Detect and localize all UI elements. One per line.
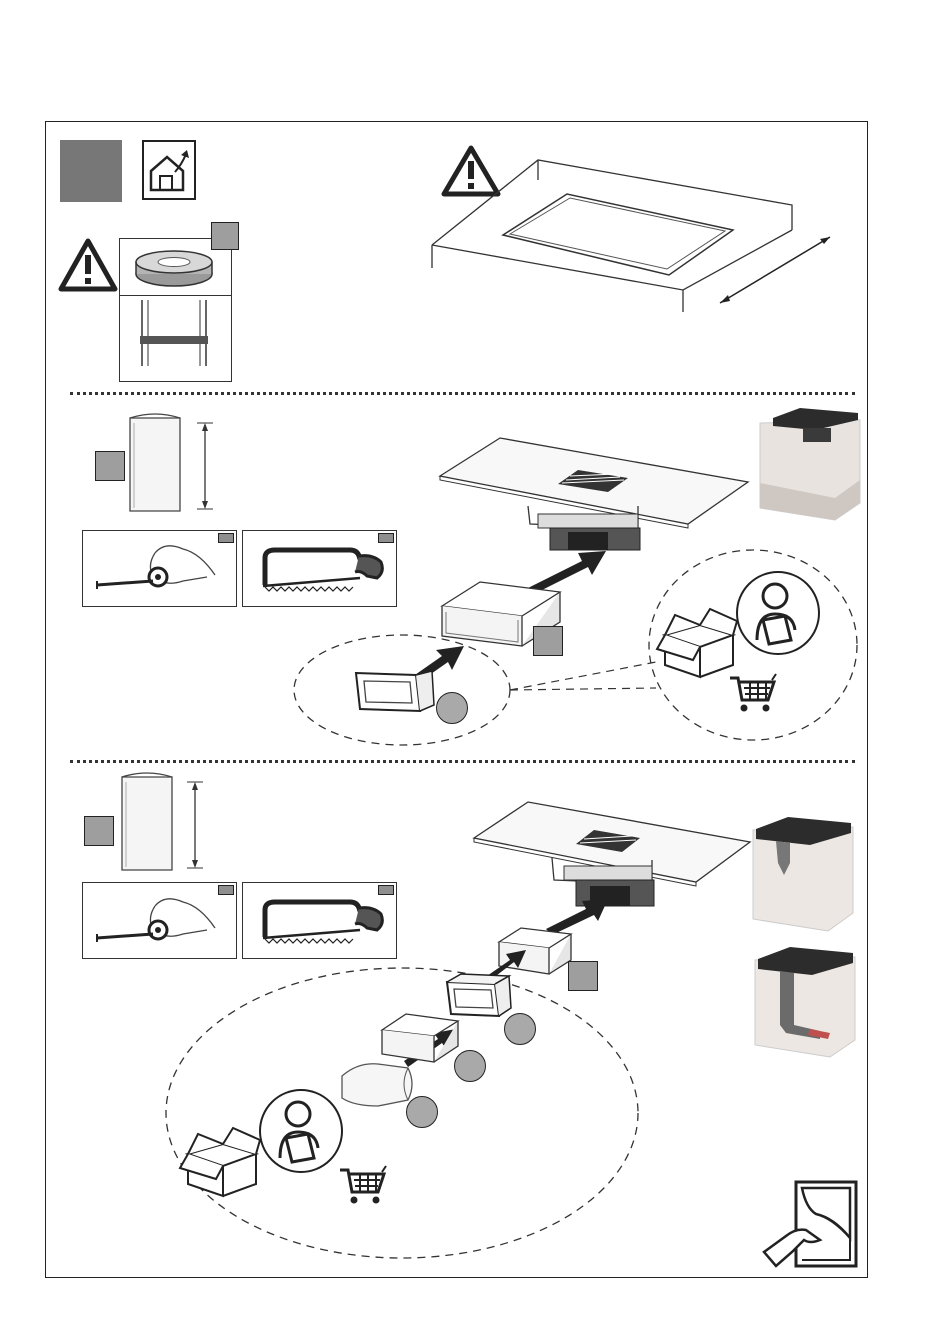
accessory-badge-2 xyxy=(504,1013,536,1045)
page-turn-icon xyxy=(762,1178,862,1270)
part-label-tape xyxy=(211,222,239,250)
duct-connector-1 xyxy=(350,665,436,715)
person-reading-icon xyxy=(735,570,821,656)
accessory-badge-4 xyxy=(406,1096,438,1128)
tape-measure-icon xyxy=(95,535,225,603)
panel-divider xyxy=(120,295,231,296)
hob-with-downdraft-illustration-2 xyxy=(472,800,752,915)
tape-roll-icon xyxy=(133,250,215,288)
shopping-cart-icon-2 xyxy=(338,1164,388,1206)
callout-connector-lines-1 xyxy=(508,658,658,698)
hob-with-downdraft-illustration-1 xyxy=(438,436,750,556)
part-label-duct-b xyxy=(84,816,114,846)
hacksaw-icon-2 xyxy=(255,892,390,952)
warning-icon-left xyxy=(58,238,118,292)
duct-bend-icon xyxy=(338,1060,418,1110)
section-divider-2 xyxy=(70,760,855,763)
accessory-badge-3 xyxy=(454,1050,486,1082)
part-label-duct-box-1 xyxy=(533,626,563,656)
parcel-box-icon xyxy=(655,605,740,680)
worktop-cutout-illustration xyxy=(425,150,845,320)
cabinet-preview-2 xyxy=(748,815,858,933)
shopping-cart-icon xyxy=(728,672,778,714)
duct-taped-icon xyxy=(138,300,214,368)
cabinet-preview-1 xyxy=(755,408,865,523)
part-label-duct-a xyxy=(95,451,125,481)
accessory-badge-1 xyxy=(436,692,468,724)
flat-duct-box-3 xyxy=(380,1010,462,1065)
flat-duct-icon xyxy=(125,413,220,513)
person-reading-icon-2 xyxy=(258,1088,344,1174)
hacksaw-icon xyxy=(255,540,390,600)
parcel-box-icon-2 xyxy=(178,1124,263,1199)
house-with-arrow-icon xyxy=(142,140,198,202)
cabinet-preview-3 xyxy=(750,945,860,1060)
flat-duct-icon-2 xyxy=(117,772,212,872)
step-marker-square xyxy=(60,140,122,202)
tape-measure-icon-2 xyxy=(95,888,225,956)
section-divider-1 xyxy=(70,392,855,395)
